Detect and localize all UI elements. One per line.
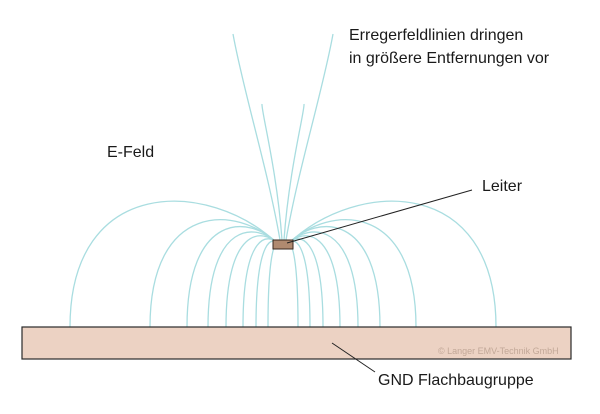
field-line: [267, 242, 279, 328]
field-line: [287, 235, 341, 328]
conductor-pointer-line: [286, 189, 473, 244]
conductor: [272, 239, 294, 250]
field-line: [186, 225, 279, 328]
headline-line-1: Erregerfeldlinien dringen: [349, 27, 524, 44]
headline-line-2: in größere Entfernungen vor: [349, 50, 550, 67]
field-line: [287, 240, 311, 328]
field-line: [261, 103, 283, 241]
field-line: [287, 200, 497, 328]
board-label: GND Flachbaugruppe: [378, 372, 534, 389]
field-line: [255, 240, 279, 328]
board-pointer-line: [331, 342, 376, 373]
copyright-watermark: © Langer EMV-Technik GmbH: [438, 346, 559, 356]
field-line: [69, 200, 279, 328]
headline-annotation: Erregerfeldlinien dringen in größere Ent…: [349, 24, 549, 70]
field-line: [225, 235, 279, 328]
field-line: [232, 33, 281, 241]
field-line: [283, 103, 305, 241]
field-label: E-Feld: [107, 144, 155, 161]
field-line: [285, 33, 334, 241]
electric-field-lines: [69, 33, 497, 328]
field-line: [287, 225, 381, 328]
field-line: [287, 242, 299, 328]
gnd-board: [21, 326, 572, 360]
conductor-label: Leiter: [482, 178, 523, 195]
